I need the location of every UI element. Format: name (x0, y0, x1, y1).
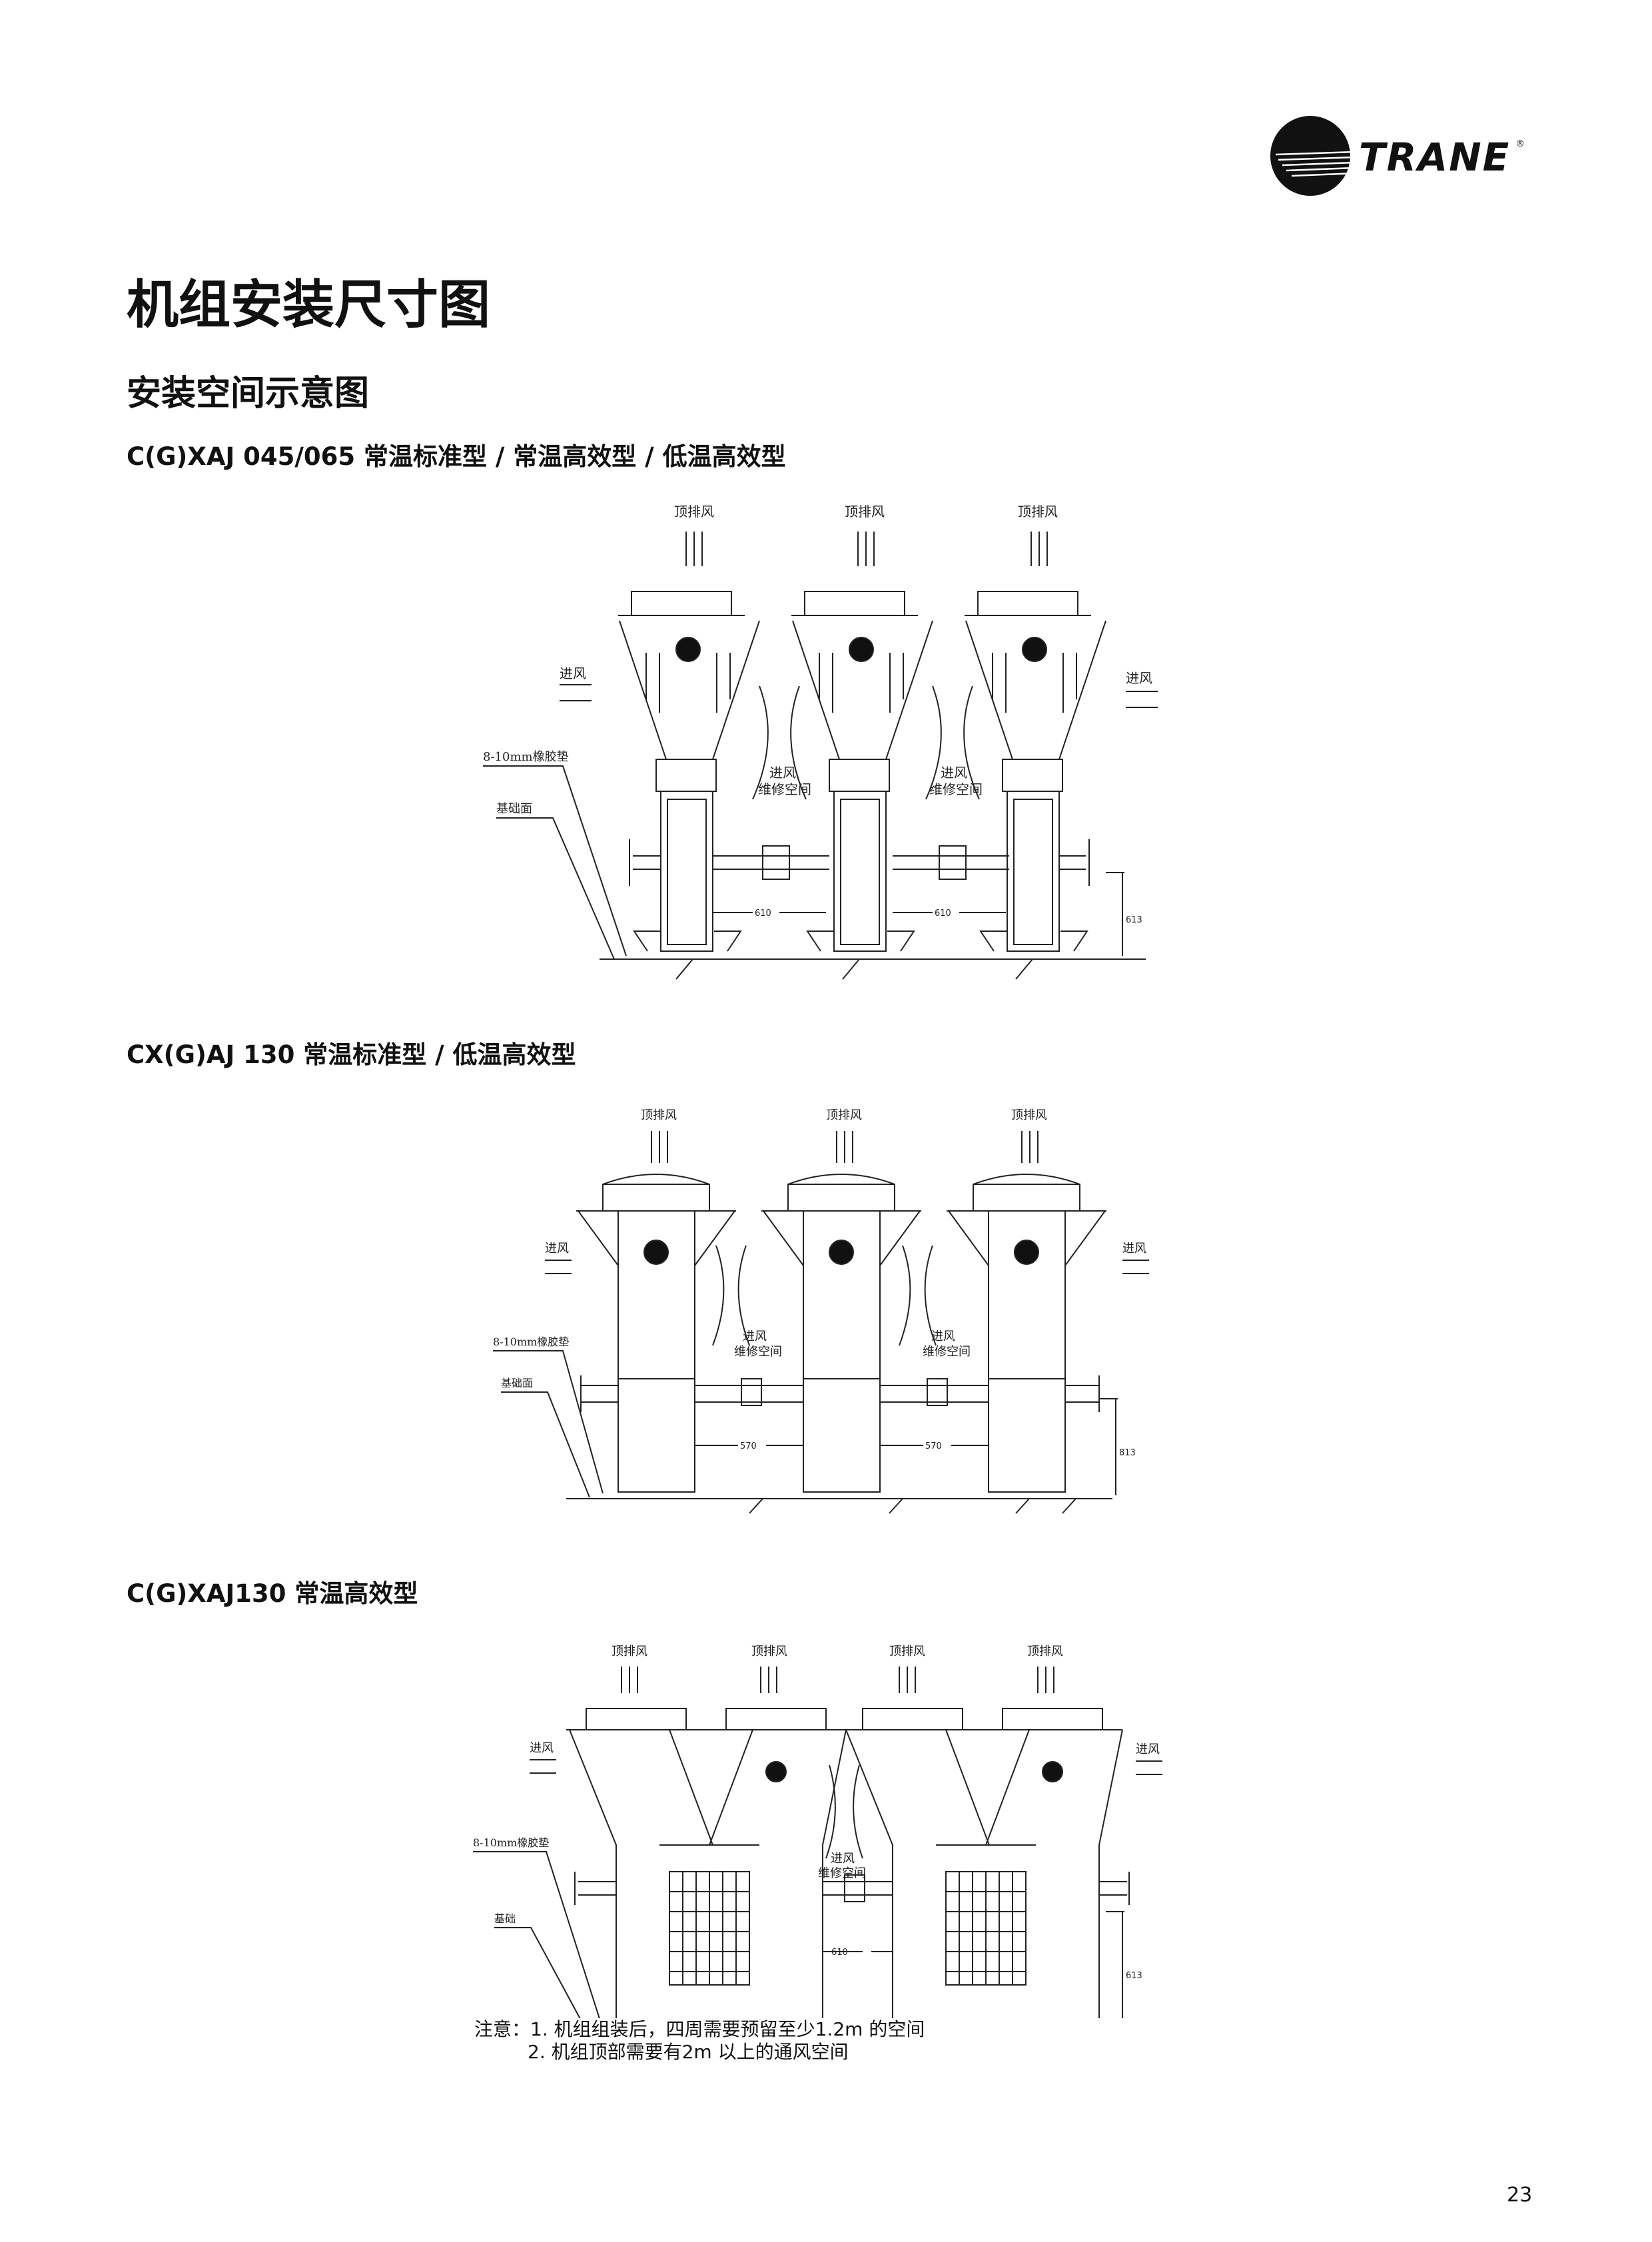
air-intake-label: 进风 (1122, 1242, 1146, 1256)
service-intake-label: 进风 (769, 765, 796, 781)
spacing-dimension: 610 (831, 1948, 848, 1958)
unit-3 (947, 1174, 1106, 1493)
rubber-pad-label: 8-10mm橡胶垫 (493, 1335, 569, 1348)
service-intake-label: 进风 (941, 765, 967, 781)
notes-prefix: 注意： (474, 2018, 531, 2040)
top-exhaust-label: 顶排风 (826, 1108, 862, 1122)
top-exhaust-label: 顶排风 (845, 504, 885, 520)
service-space-label: 维修空间 (929, 781, 983, 797)
air-intake-label: 进风 (530, 1741, 554, 1755)
service-intake-label: 进风 (931, 1329, 955, 1343)
service-space-label: 维修空间 (818, 1866, 866, 1880)
spacing-dimension: 610 (935, 909, 951, 919)
figure-3-diagram: 顶排风 顶排风 顶排风 顶排风 进风 进风 进风 维修空间 8-10mm橡胶垫 … (473, 1645, 1162, 2018)
height-dimension: 613 (1126, 915, 1142, 925)
air-intake-label: 进风 (560, 665, 586, 681)
top-exhaust-label: 顶排风 (1027, 1645, 1063, 1659)
top-exhaust-label: 顶排风 (612, 1645, 647, 1659)
section-title: 安装空间示意图 (127, 374, 370, 414)
foundation-label: 基础 (494, 1912, 516, 1925)
top-exhaust-label: 顶排风 (751, 1645, 787, 1659)
foundation-label: 基础面 (496, 802, 532, 816)
unit-1 (576, 1174, 736, 1493)
foundation-label: 基础面 (501, 1377, 533, 1389)
unit-pair-2 (843, 1708, 1123, 2018)
air-intake-label: 进风 (1136, 1742, 1160, 1756)
service-space-label: 维修空间 (734, 1345, 782, 1359)
unit-2 (761, 1174, 921, 1493)
spacing-dimension: 570 (740, 1441, 757, 1451)
page-number: 23 (1507, 2183, 1533, 2207)
spacing-dimension: 570 (925, 1441, 942, 1451)
note-item: 1. 机组组装后，四周需要预留至少1.2m 的空间 (530, 2018, 925, 2040)
figure-3-title: C(G)XAJ130 常温高效型 (127, 1579, 418, 1608)
figure-1-diagram: 顶排风 顶排风 顶排风 进风 进风 进风 维修空间 (483, 504, 1158, 980)
unit-pair-1 (566, 1708, 847, 2018)
figure-1-title: C(G)XAJ 045/065 常温标准型 / 常温高效型 / 低温高效型 (127, 442, 786, 471)
note-line-1: 注意：1. 机组组装后，四周需要预留至少1.2m 的空间 (474, 2018, 925, 2041)
top-exhaust-label: 顶排风 (674, 504, 714, 520)
rubber-pad-label: 8-10mm橡胶垫 (473, 1836, 549, 1849)
rubber-pad-label: 8-10mm橡胶垫 (483, 750, 569, 764)
top-exhaust-label: 顶排风 (1011, 1108, 1047, 1122)
page-title: 机组安装尺寸图 (127, 275, 491, 335)
service-space-label: 维修空间 (758, 781, 811, 797)
unit-2 (791, 591, 933, 952)
air-intake-label: 进风 (545, 1242, 569, 1256)
registered-mark: ® (1515, 139, 1525, 149)
installation-notes: 注意：1. 机组组装后，四周需要预留至少1.2m 的空间 2. 机组顶部需要有2… (474, 2018, 925, 2063)
unit-3 (965, 591, 1106, 952)
note-item: 2. 机组顶部需要有2m 以上的通风空间 (528, 2041, 849, 2063)
figure-2-title: CX(G)AJ 130 常温标准型 / 低温高效型 (127, 1040, 576, 1069)
brand-name: TRANE (1359, 135, 1511, 180)
top-exhaust-label: 顶排风 (641, 1108, 677, 1122)
top-exhaust-label: 顶排风 (1018, 504, 1058, 520)
service-intake-label: 进风 (743, 1329, 767, 1343)
spacing-dimension: 610 (755, 909, 771, 919)
top-exhaust-label: 顶排风 (889, 1645, 925, 1659)
trane-logo-icon (1270, 116, 1350, 196)
service-intake-label: 进风 (831, 1852, 855, 1866)
height-dimension: 613 (1126, 1971, 1142, 1981)
height-dimension: 813 (1119, 1448, 1136, 1458)
figure-2-diagram: 顶排风 顶排风 顶排风 进风 进风 进风 维修空间 进风 维修空间 8-10mm… (493, 1108, 1149, 1514)
trane-logo: TRANE ® (1269, 115, 1549, 201)
air-intake-label: 进风 (1126, 670, 1152, 686)
unit-1 (618, 591, 760, 952)
top-exhaust-group: 顶排风 顶排风 顶排风 (674, 504, 1058, 566)
service-space-label: 维修空间 (923, 1345, 971, 1359)
